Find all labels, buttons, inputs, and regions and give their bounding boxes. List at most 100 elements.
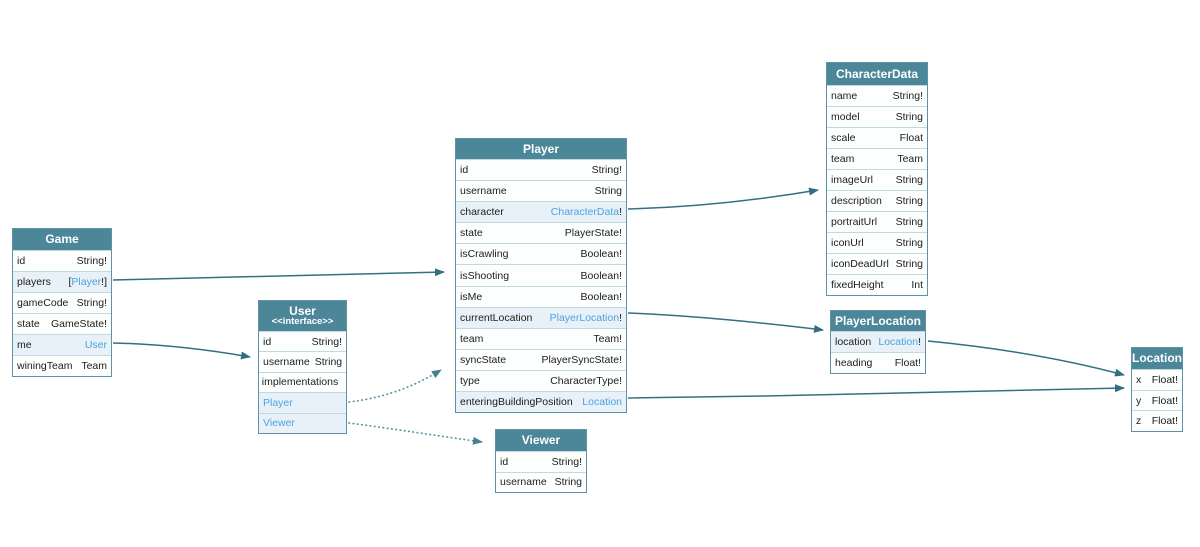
field-type: String! <box>76 297 107 309</box>
field-type: Float! <box>1151 394 1178 407</box>
field-type: GameState! <box>50 318 107 330</box>
field-type: PlayerState! <box>564 227 622 240</box>
field-name: team <box>831 153 855 165</box>
entity-header-viewer: Viewer <box>496 430 586 451</box>
field-name: username <box>263 356 310 369</box>
field-name: description <box>831 195 882 207</box>
field-type: Int <box>911 279 923 291</box>
edge-Game.me-to-User <box>112 342 251 360</box>
field-type: [Player!] <box>68 276 107 288</box>
field-name: gameCode <box>17 297 69 309</box>
field-type: String <box>895 174 923 186</box>
type-suffix: ! <box>619 311 622 324</box>
field-name: id <box>460 164 469 177</box>
type-link[interactable]: Player <box>71 276 102 288</box>
entity-header-playerlocation: PlayerLocation <box>831 311 925 331</box>
type-bracket: [ <box>68 276 72 288</box>
type-link[interactable]: CharacterData <box>550 206 620 219</box>
field-type: Location! <box>878 336 921 348</box>
field-type: Boolean! <box>580 248 622 261</box>
field-name: username <box>460 185 507 198</box>
field-name: isCrawling <box>460 248 509 261</box>
field-name: syncState <box>460 353 507 366</box>
field-name: isMe <box>460 290 483 303</box>
field-row-game-gameCode: gameCode String! <box>13 292 111 313</box>
field-type: String! <box>311 335 342 348</box>
field-type: String! <box>892 90 923 102</box>
field-row-user-implementations: implementations <box>259 371 346 393</box>
entity-header-player: Player <box>456 139 626 159</box>
field-name[interactable]: Viewer <box>263 417 295 430</box>
type-link[interactable]: Location <box>582 396 622 409</box>
field-type: PlayerLocation! <box>550 312 622 324</box>
field-type: Boolean! <box>580 290 622 303</box>
type-suffix: !] <box>101 276 107 288</box>
edge-Game.players-to-Player <box>112 268 445 281</box>
field-row-characterdata-model: model String <box>827 106 927 127</box>
field-name: imageUrl <box>831 174 874 186</box>
field-name: character <box>460 206 504 219</box>
entity-header-location: Location <box>1132 348 1182 369</box>
field-name: heading <box>835 357 873 369</box>
entity-header-characterdata: CharacterData <box>827 63 927 85</box>
field-type: String <box>895 216 923 228</box>
type-link[interactable]: User <box>84 339 107 351</box>
field-type: Float! <box>1151 373 1178 386</box>
field-name[interactable]: Player <box>263 396 293 409</box>
field-name: team <box>460 332 484 345</box>
field-type: String <box>895 258 923 270</box>
field-name: winingTeam <box>17 360 73 372</box>
field-type: String <box>594 185 622 198</box>
field-name: x <box>1136 373 1142 386</box>
field-name: id <box>500 455 509 468</box>
field-name: me <box>17 339 32 351</box>
field-type: Float! <box>1151 415 1178 428</box>
entity-user: User<<interface>> id String!username String… <box>258 300 347 434</box>
field-row-player-state: state PlayerState! <box>456 222 626 244</box>
entity-header-user: User<<interface>> <box>259 301 346 331</box>
field-name: fixedHeight <box>831 279 884 291</box>
entity-title: Player <box>522 141 560 156</box>
entity-stereotype: <<interface>> <box>271 316 334 328</box>
field-row-user-Player: Player <box>259 392 346 413</box>
field-name: y <box>1136 394 1142 407</box>
type-suffix: ! <box>619 206 622 219</box>
type-link[interactable]: Location <box>878 336 919 348</box>
field-name: implementations <box>261 376 339 389</box>
edge-Player.character-to-CharacterData <box>627 187 819 210</box>
field-type: String <box>895 111 923 123</box>
field-type: String <box>314 356 343 369</box>
edge-PlayerLocation.location-to-Location <box>927 340 1125 377</box>
field-type: String <box>554 476 582 489</box>
edge-User.Player-to-Player <box>348 369 442 403</box>
field-row-user-id: id String! <box>259 331 346 352</box>
type-link[interactable]: PlayerLocation <box>549 311 620 324</box>
field-row-user-username: username String <box>259 351 346 372</box>
field-name: portraitUrl <box>831 216 878 228</box>
field-name: id <box>263 335 272 348</box>
field-type: Team! <box>593 332 622 345</box>
field-type: Float <box>899 132 923 144</box>
field-type: Team <box>897 153 923 165</box>
field-row-location-y: y Float! <box>1132 389 1182 411</box>
field-type: String! <box>591 164 622 177</box>
field-name: state <box>460 227 483 240</box>
field-name: model <box>831 111 860 123</box>
